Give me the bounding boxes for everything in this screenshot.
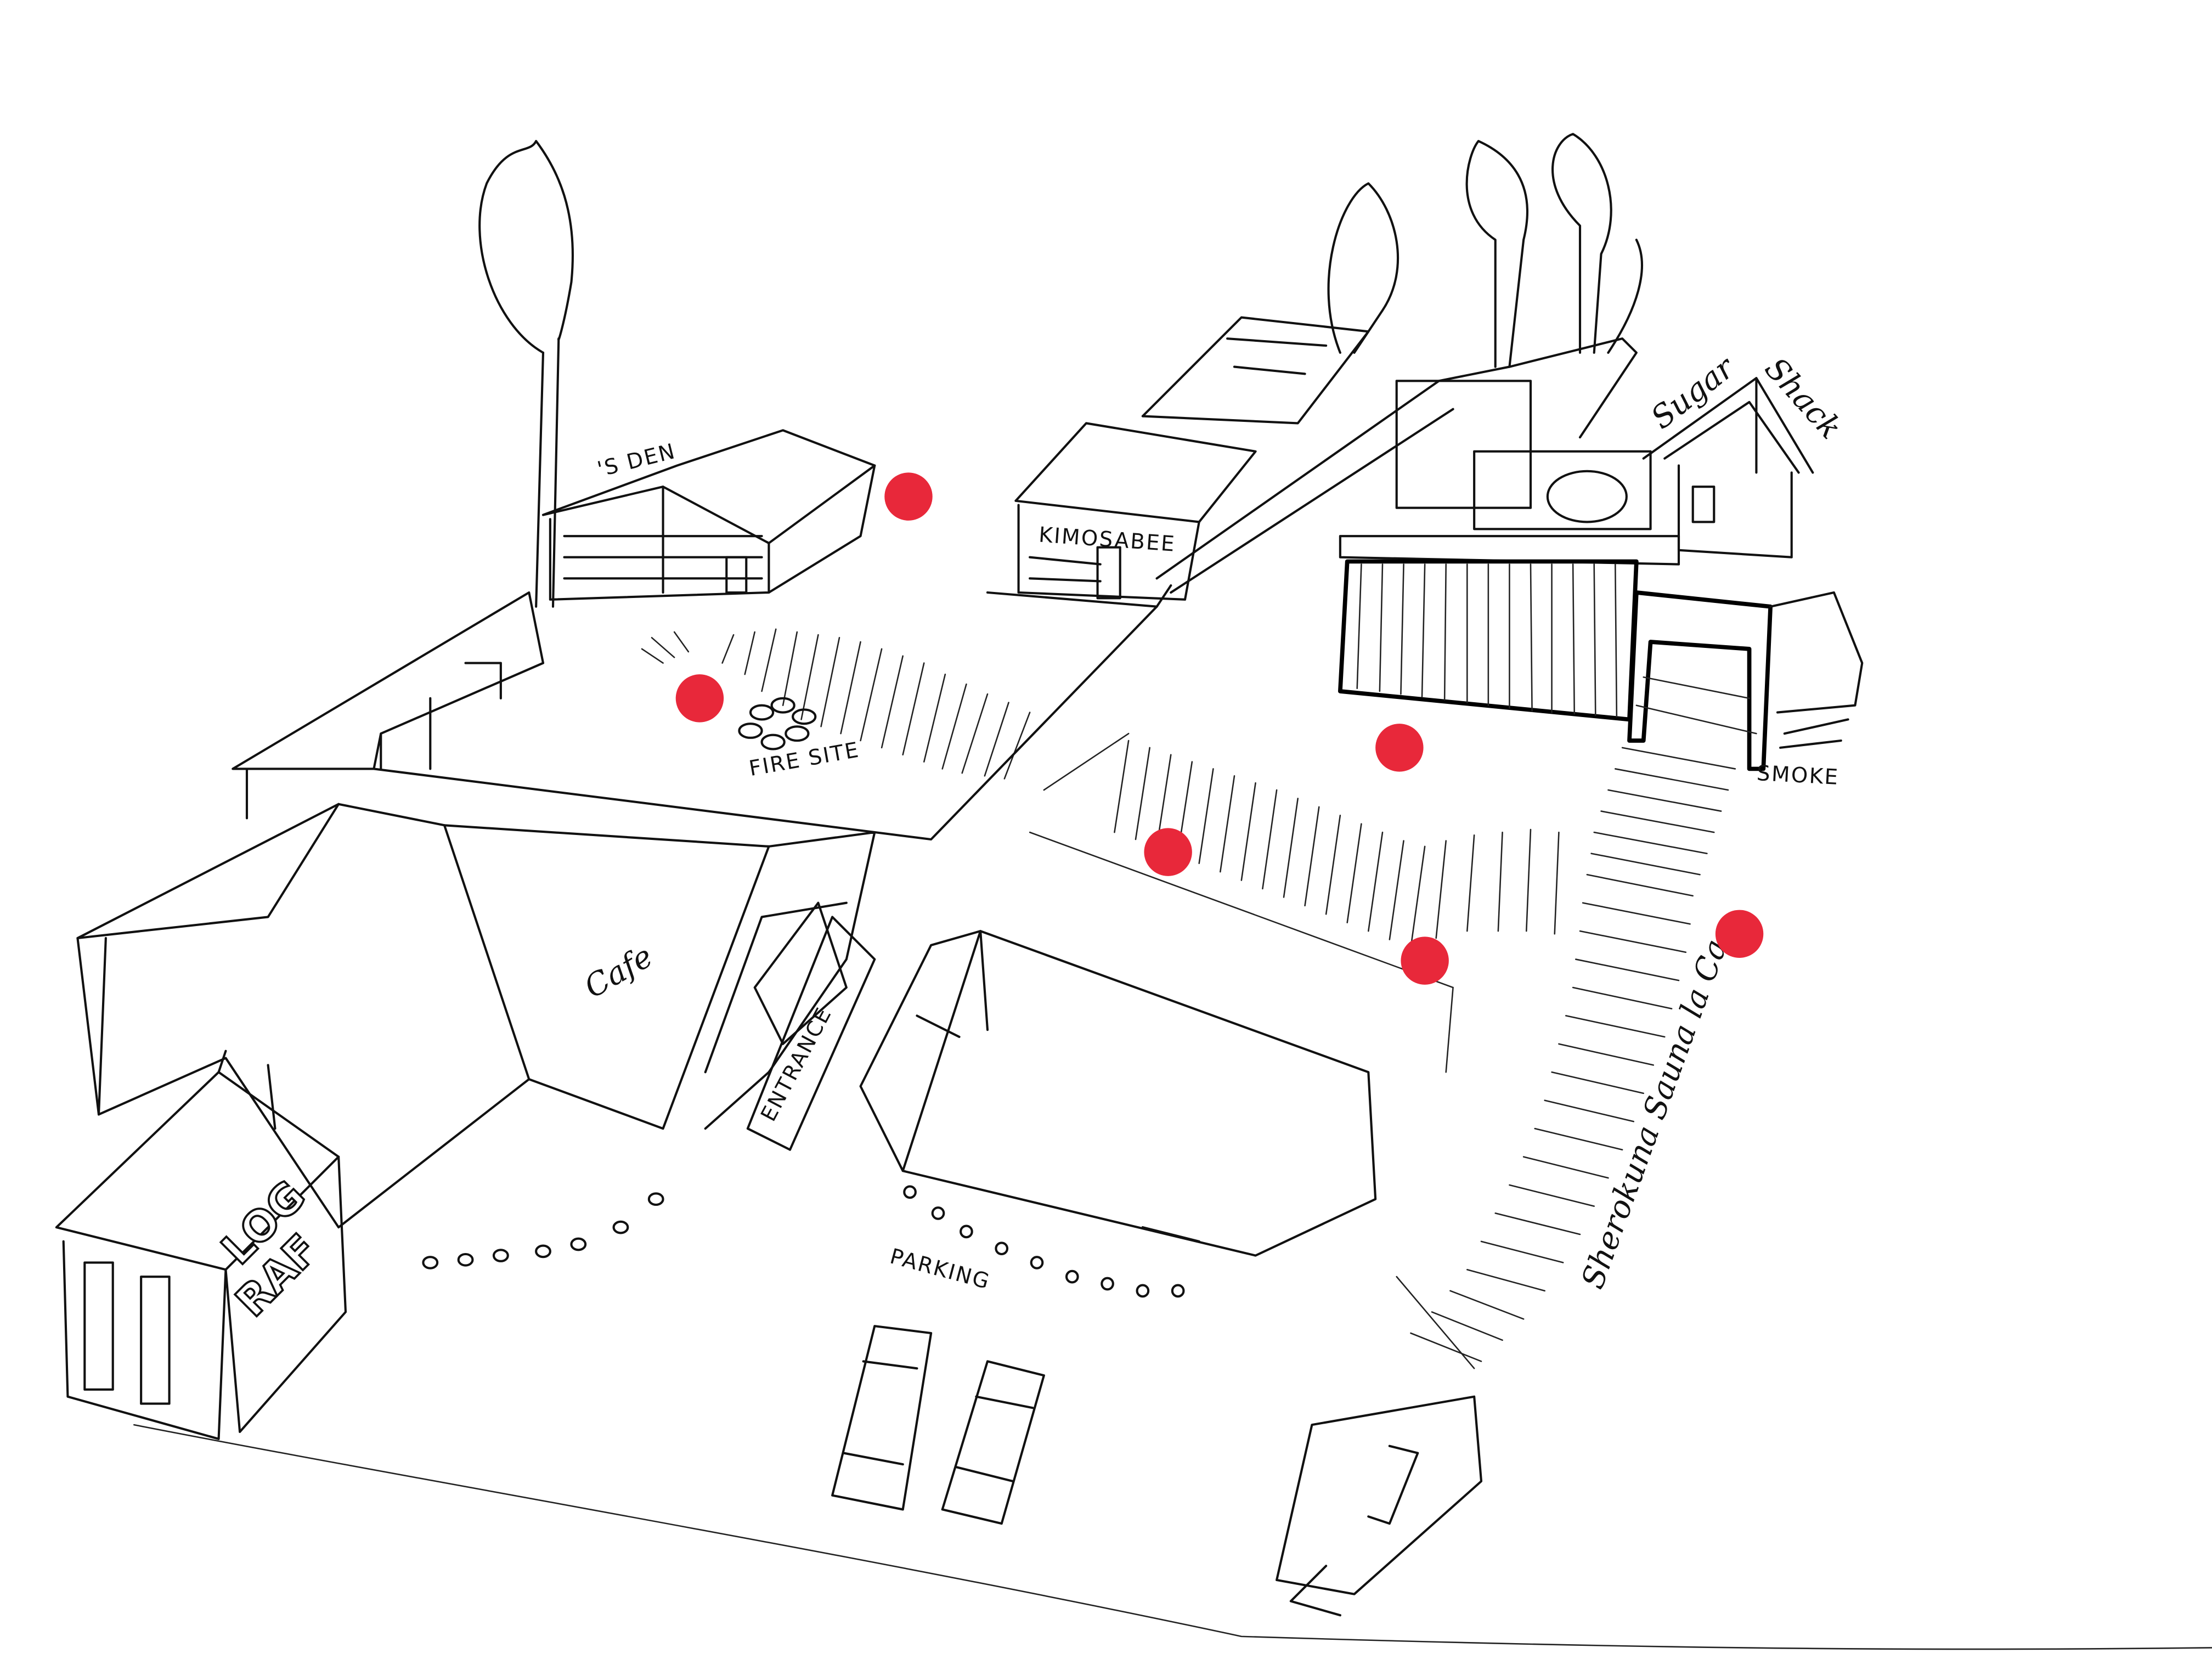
marker-4[interactable] (1144, 828, 1192, 876)
cafe-building (76, 803, 876, 1229)
den-building (541, 429, 876, 601)
label-sauna: Sherokuna Sauna la Ca (1575, 934, 1735, 1293)
car-2 (941, 1360, 1045, 1525)
marker-3[interactable] (1375, 724, 1424, 772)
label-cafe: Cafe (578, 938, 659, 1006)
marker-5[interactable] (1401, 936, 1449, 985)
sauna-wall (1338, 559, 1773, 771)
markers (675, 472, 1764, 985)
long-shed (232, 591, 1158, 841)
fence-fire-site (641, 628, 1031, 780)
label-den: 'S DEN (595, 439, 678, 482)
marker-6[interactable] (1715, 910, 1764, 958)
site-boundary (133, 1424, 2212, 1650)
entrance-gate (746, 901, 876, 1151)
tree-left (478, 140, 574, 608)
smoke-shed (1769, 591, 1864, 749)
stone-border (422, 1185, 1185, 1298)
label-smoke: SMOKE (1756, 761, 1840, 790)
label-parking: PARKING (887, 1244, 993, 1295)
boardwalk (1396, 676, 1757, 1369)
truck (1276, 1395, 1483, 1617)
trees-right (1327, 133, 1643, 368)
label-entrance: ENTRANCE (756, 1003, 837, 1125)
log-raft-building (55, 1049, 347, 1440)
marker-2[interactable] (675, 674, 724, 723)
car-1 (831, 1325, 933, 1511)
parking-building (859, 930, 1377, 1257)
label-fire-site: FIRE SITE (747, 737, 862, 781)
deck-structure (1141, 316, 1680, 594)
kimosabee-building (986, 422, 1257, 608)
fence-middle (1029, 732, 1560, 1073)
sugar-shack-building (1642, 377, 1814, 558)
fire-site-stones (738, 697, 817, 751)
label-kimosabee: KIMOSABEE (1038, 523, 1177, 557)
marker-1[interactable] (884, 472, 933, 521)
